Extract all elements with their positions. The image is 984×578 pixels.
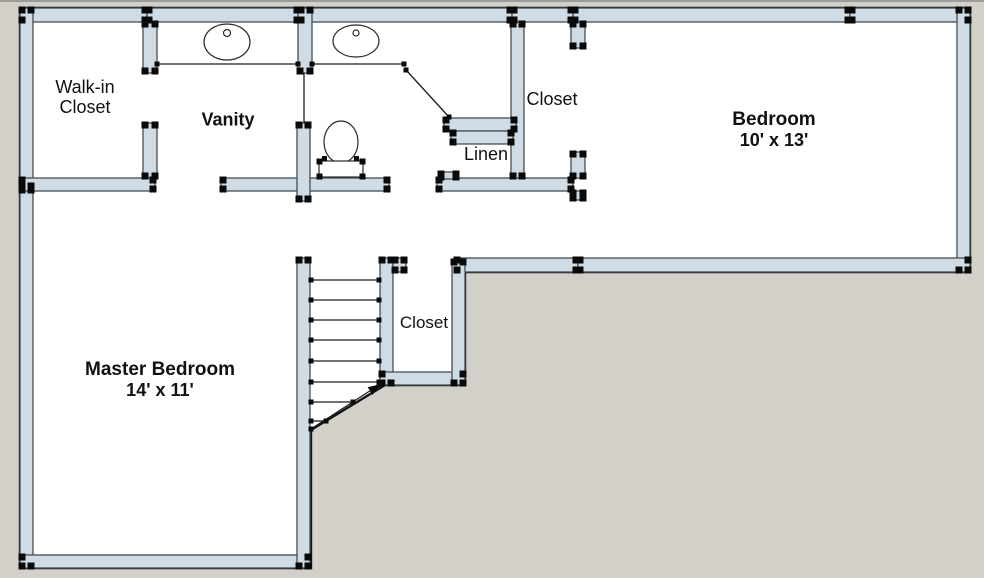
toilet-icon [316, 120, 366, 180]
sink-left-icon [203, 23, 251, 61]
wall-endpoint-handles [18, 6, 972, 570]
room-label-walk-in-closet: Walk-in Closet [55, 77, 115, 117]
bedroom-dimensions: 10' x 13' [739, 130, 809, 150]
window-top-edge [0, 0, 984, 2]
stair-break-line [310, 384, 380, 430]
floor-outline [18, 6, 972, 570]
room-label-stair-closet: Closet [399, 313, 449, 332]
room-label-linen: Linen [463, 144, 509, 164]
bedroom-name: Bedroom [732, 109, 816, 130]
master-bedroom-dimensions: 14' x 11' [126, 380, 194, 400]
master-bedroom-name: Master Bedroom [85, 359, 235, 380]
room-label-bath-closet: Closet [526, 89, 578, 109]
sink-right-icon [332, 24, 380, 58]
room-label-bedroom: Bedroom 10' x 13' [732, 109, 815, 151]
room-label-master-bedroom: Master Bedroom 14' x 11' [85, 359, 235, 401]
walls-layer [19, 7, 971, 569]
room-label-vanity: Vanity [201, 109, 255, 130]
counter-lines [157, 63, 404, 123]
shower-angled-wall-line [405, 69, 450, 118]
